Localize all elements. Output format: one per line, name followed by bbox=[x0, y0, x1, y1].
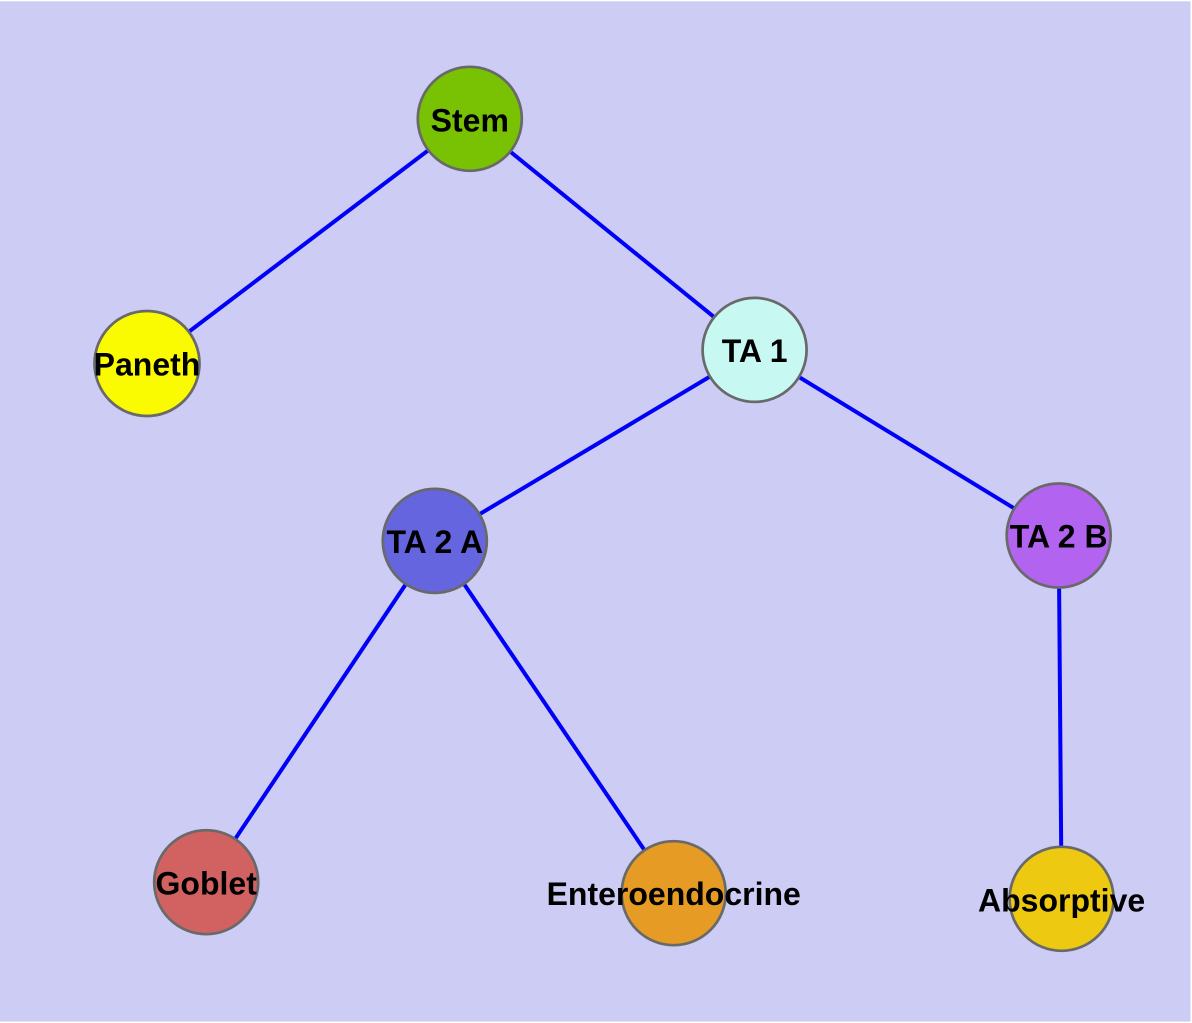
svg-text:Goblet: Goblet bbox=[156, 866, 258, 902]
svg-text:TA 2 B: TA 2 B bbox=[1010, 519, 1108, 555]
svg-text:Stem: Stem bbox=[431, 103, 509, 139]
svg-text:TA 1: TA 1 bbox=[722, 333, 788, 369]
svg-text:Absorptive: Absorptive bbox=[978, 882, 1145, 918]
svg-text:Enteroendocrine: Enteroendocrine bbox=[547, 876, 801, 912]
svg-text:Paneth: Paneth bbox=[94, 347, 201, 383]
svg-text:TA 2 A: TA 2 A bbox=[387, 524, 484, 560]
